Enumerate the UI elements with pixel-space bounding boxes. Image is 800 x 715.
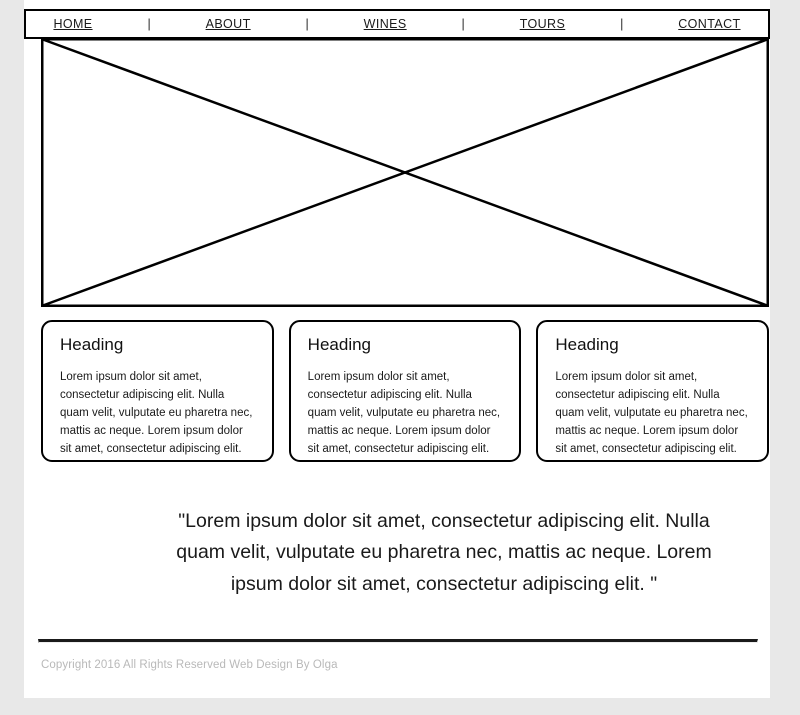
footer-divider [38, 639, 758, 643]
crossed-box-icon [41, 38, 769, 307]
feature-card[interactable]: Heading Lorem ipsum dolor sit amet, cons… [536, 320, 770, 462]
footer-copyright: Copyright 2016 All Rights Reserved Web D… [41, 659, 338, 671]
nav-item-wines[interactable]: WINES [363, 17, 407, 31]
card-heading: Heading [60, 335, 124, 354]
page-canvas: HOME | ABOUT | WINES | TOURS | CONTACT H… [24, 0, 770, 698]
hero-image-placeholder [41, 38, 769, 307]
nav-item-about[interactable]: ABOUT [205, 17, 251, 31]
nav-separator: | [620, 17, 624, 31]
card-body-text: Lorem ipsum dolor sit amet, consectetur … [555, 370, 748, 456]
nav-item-contact[interactable]: CONTACT [678, 17, 741, 31]
nav-separator: | [147, 17, 151, 31]
card-body-text: Lorem ipsum dolor sit amet, consectetur … [307, 370, 501, 456]
nav-separator: | [305, 17, 309, 31]
card-body-text: Lorem ipsum dolor sit amet, consectetur … [60, 370, 253, 456]
nav-item-tours[interactable]: TOURS [519, 17, 566, 31]
nav-separator: | [461, 17, 465, 31]
feature-card[interactable]: Heading Lorem ipsum dolor sit amet, cons… [288, 320, 522, 462]
card-heading: Heading [555, 335, 619, 354]
main-navigation: HOME | ABOUT | WINES | TOURS | CONTACT [24, 9, 770, 39]
feature-card-row: Heading Lorem ipsum dolor sit amet, cons… [41, 320, 770, 462]
testimonial-quote: "Lorem ipsum dolor sit amet, consectetur… [176, 509, 712, 595]
card-heading: Heading [307, 335, 371, 354]
nav-item-home[interactable]: HOME [53, 17, 93, 31]
feature-card[interactable]: Heading Lorem ipsum dolor sit amet, cons… [41, 320, 274, 462]
